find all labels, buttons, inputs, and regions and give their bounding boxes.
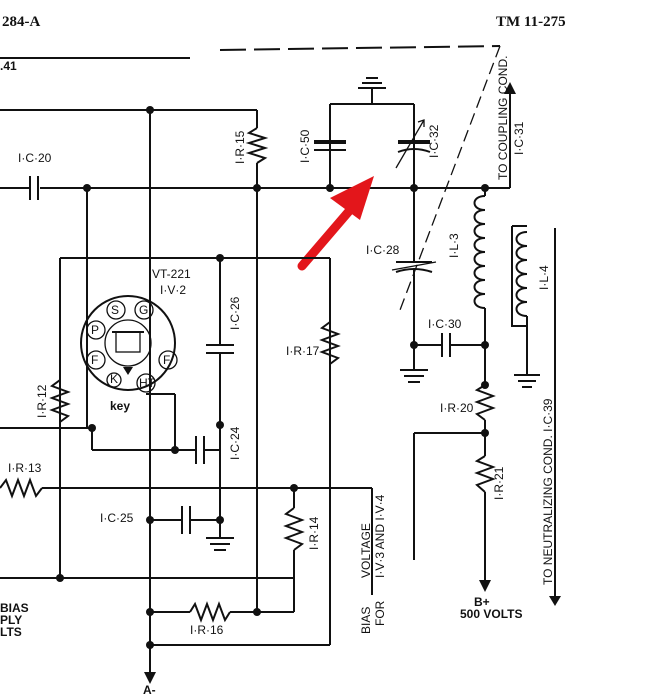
tube-key-label: key bbox=[110, 399, 130, 413]
label-left-volts: LTS bbox=[0, 625, 22, 639]
label-bias-for-1: BIAS bbox=[359, 607, 373, 634]
resistor-ir13 bbox=[0, 477, 373, 595]
label-il4: I·L·4 bbox=[537, 265, 551, 290]
label-aminus: A- bbox=[143, 683, 156, 697]
label-ir14: I·R·14 bbox=[307, 516, 321, 550]
label-ic30: I·C·30 bbox=[428, 317, 462, 331]
label-ic26: I·C·26 bbox=[228, 296, 242, 330]
label-ir17: I·R·17 bbox=[286, 344, 320, 358]
pin-f2: F bbox=[163, 353, 170, 367]
resistor-ir12 bbox=[49, 379, 71, 423]
pin-f1: F bbox=[91, 353, 98, 367]
resistor-ir14 bbox=[283, 484, 305, 612]
label-ic25: I·C·25 bbox=[100, 511, 134, 525]
label-ic32: I·C·32 bbox=[427, 124, 441, 158]
header-right-title: TM 11-275 bbox=[496, 14, 566, 30]
label-ir15: I·R·15 bbox=[233, 130, 247, 164]
label-bias-for-2: FOR bbox=[373, 600, 387, 626]
label-ir12: I·R·12 bbox=[35, 384, 49, 418]
resistor-ir20 bbox=[474, 381, 496, 437]
tube-stage-wiring bbox=[0, 110, 331, 672]
pin-ht: HT bbox=[139, 376, 156, 390]
coupling-output bbox=[485, 82, 516, 189]
label-left-bias: BIAS bbox=[0, 601, 29, 615]
capacitor-ic30 bbox=[400, 333, 489, 383]
label-bias-voltage: VOLTAGE bbox=[359, 523, 373, 578]
label-ic24: I·C·24 bbox=[228, 426, 242, 460]
top-rail bbox=[0, 106, 257, 114]
tube-designation: I·V·2 bbox=[160, 283, 186, 297]
capacitor-ic25 bbox=[146, 506, 234, 551]
bottom-wiring bbox=[0, 188, 330, 684]
inductor-il4 bbox=[511, 225, 561, 606]
label-coupling-ref: I·C·31 bbox=[512, 121, 526, 155]
resistor-ir17 bbox=[319, 321, 341, 365]
tube-name: VT-221 bbox=[152, 267, 191, 281]
label-bplus: B+ bbox=[474, 595, 490, 609]
pin-p: P bbox=[91, 323, 99, 337]
label-ic20: I·C·20 bbox=[18, 151, 52, 165]
label-ir16: I·R·16 bbox=[190, 623, 224, 637]
label-il3: I·L·3 bbox=[447, 233, 461, 258]
resistor-ir21 bbox=[413, 432, 496, 592]
inductor-il3 bbox=[473, 188, 486, 385]
ic50-ic32-network bbox=[314, 77, 431, 188]
pin-g: G bbox=[139, 303, 148, 317]
label-bplus-volts: 500 VOLTS bbox=[460, 607, 522, 621]
label-bias-tubes: I·V·3 AND I·V·4 bbox=[373, 494, 387, 578]
label-coupling: TO COUPLING COND. bbox=[496, 56, 510, 180]
main-signal-line bbox=[0, 176, 490, 200]
resistor-ir15 bbox=[245, 110, 269, 188]
red-arrow-indicator bbox=[297, 176, 374, 271]
label-ic28: I·C·28 bbox=[366, 243, 400, 257]
tube-socket bbox=[80, 295, 178, 393]
label-ir21: I·R·21 bbox=[492, 466, 506, 500]
pin-k: K bbox=[110, 372, 118, 386]
label-neutralizing: TO NEUTRALIZING COND. I·C·39 bbox=[541, 398, 555, 585]
label-ir13: I·R·13 bbox=[8, 461, 42, 475]
capacitor-ic28 bbox=[391, 188, 437, 345]
pin-s: S bbox=[111, 303, 119, 317]
label-ir20: I·R·20 bbox=[440, 401, 474, 415]
header-left-sub: .41 bbox=[0, 59, 17, 73]
header-left-title: 284-A bbox=[2, 14, 40, 30]
label-ic50: I·C·50 bbox=[298, 129, 312, 163]
label-left-supply: PLY bbox=[0, 613, 22, 627]
